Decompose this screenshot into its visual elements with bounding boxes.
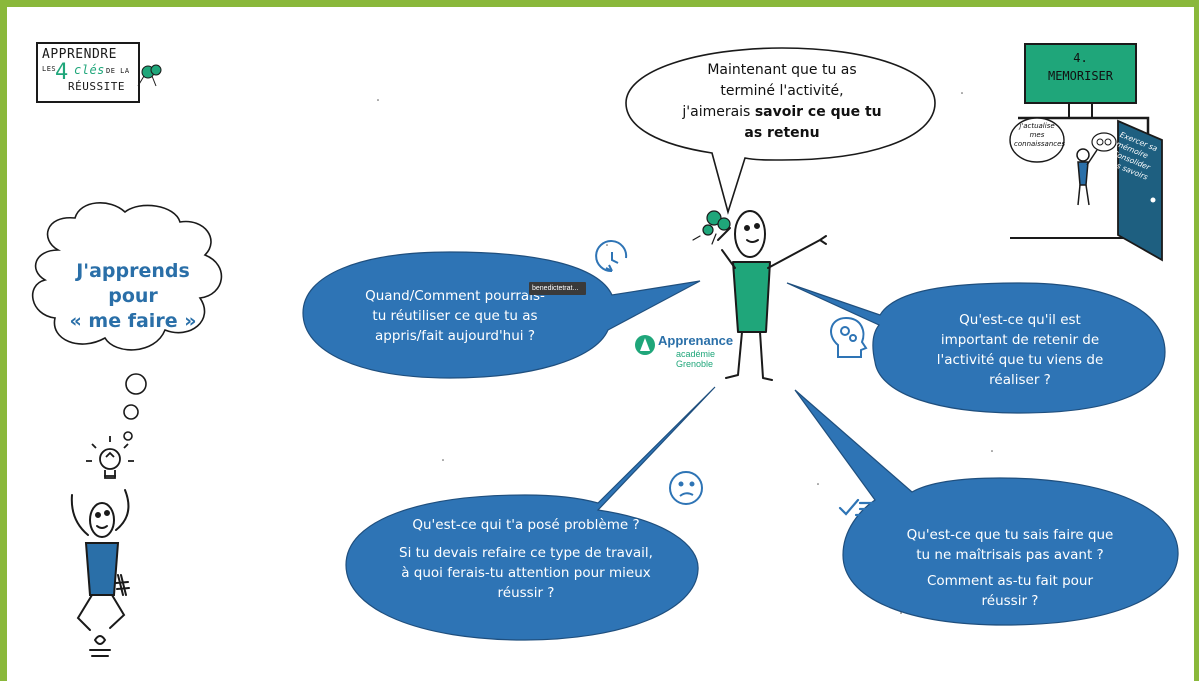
memoriser-number: 4. — [1073, 51, 1088, 65]
lightbulb-icon — [86, 436, 134, 479]
logo-les: LES — [42, 65, 57, 73]
bl-q2-line-1: Si tu devais refaire ce type de travail, — [399, 545, 653, 561]
top-line-4-bold: as retenu — [744, 125, 820, 141]
left-line-2: tu réutiliser ce que tu as — [372, 308, 538, 324]
left-speech-bubble — [302, 251, 701, 379]
memoriser-speech-1: j'actualise — [1019, 122, 1055, 130]
logo-reussite: RÉUSSITE — [68, 80, 125, 93]
br-q2-line-2: réussir ? — [981, 593, 1039, 609]
logo-apprendre: APPRENDRE — [42, 47, 117, 62]
top-line-3: j'aimerais savoir ce que tu — [652, 102, 912, 123]
top-line-4: as retenu — [652, 123, 912, 144]
apprenance-logo — [635, 335, 655, 355]
br-q2-line-1: Comment as-tu fait pour — [926, 573, 1094, 589]
memoriser-sign: 4. MEMORISER — [1025, 51, 1136, 83]
top-line-2: terminé l'activité, — [720, 83, 844, 99]
bottom-right-bubble-text: Qu'est-ce que tu sais faire que tu ne ma… — [885, 525, 1135, 611]
memoriser-speech-3: connaissances — [1014, 140, 1066, 148]
br-q1-line-2: tu ne maîtrisais pas avant ? — [916, 547, 1104, 563]
thought-line-2: pour — [108, 285, 158, 307]
right-line-3: l'activité que tu viens de — [936, 352, 1104, 368]
thought-text: J'apprends pour « me faire » — [58, 259, 208, 334]
confused-face-icon — [669, 471, 703, 505]
logo — [36, 42, 162, 103]
top-line-3-bold: savoir ce que tu — [754, 104, 882, 120]
right-line-1: Qu'est-ce qu'il est — [959, 312, 1081, 328]
br-q1-line-1: Qu'est-ce que tu sais faire que — [906, 527, 1114, 543]
left-bubble-text: Quand/Comment pourrais- tu réutiliser ce… — [335, 286, 575, 346]
brand-name: Apprenance — [658, 333, 734, 348]
bl-q2-line-3: réussir ? — [497, 585, 555, 601]
brand-sub-1: académie — [676, 349, 716, 359]
memoriser-speech-2: mes — [1029, 131, 1045, 139]
bottom-left-bubble-text: Qu'est-ce qui t'a posé problème ? Si tu … — [376, 515, 676, 603]
memoriser-speech: j'actualise mes connaissances — [1014, 122, 1066, 149]
logo-de-la: DE LA — [106, 67, 130, 75]
thought-line-3: « me faire » — [69, 310, 197, 332]
bl-q2-line-2: à quoi ferais-tu attention pour mieux — [401, 565, 651, 581]
memoriser-panel — [1009, 43, 1163, 262]
bottom-right-speech-bubble — [794, 389, 1179, 626]
author-tooltip: benedictetrat... — [529, 282, 586, 295]
right-speech-bubble — [786, 282, 1166, 414]
thought-line-1: J'apprends — [76, 260, 190, 282]
checklist-icon — [838, 498, 874, 517]
top-line-1: Maintenant que tu as — [707, 62, 857, 78]
thought-cloud — [31, 202, 223, 441]
right-bubble-text: Qu'est-ce qu'il est important de retenir… — [900, 310, 1140, 390]
right-line-2: important de retenir de — [940, 332, 1100, 348]
brand-sub-2: Grenoble — [676, 359, 714, 369]
top-line-3-normal: j'aimerais — [682, 104, 755, 120]
bottom-left-speech-bubble — [345, 386, 716, 641]
jumping-character — [70, 489, 130, 657]
bl-q1: Qu'est-ce qui t'a posé problème ? — [412, 517, 640, 533]
right-line-4: réaliser ? — [989, 372, 1051, 388]
memoriser-title: MEMORISER — [1047, 69, 1114, 83]
central-character — [692, 210, 827, 381]
top-bubble-text: Maintenant que tu as terminé l'activité,… — [652, 60, 912, 144]
top-speech-bubble — [625, 47, 936, 215]
clock-refresh-icon — [595, 240, 628, 273]
logo-number: 4 — [55, 60, 69, 85]
left-line-3: appris/fait aujourd'hui ? — [375, 328, 535, 344]
logo-cles: clés — [74, 63, 105, 77]
left-line-1: Quand/Comment pourrais- — [365, 288, 545, 304]
head-gears-icon — [830, 316, 868, 358]
